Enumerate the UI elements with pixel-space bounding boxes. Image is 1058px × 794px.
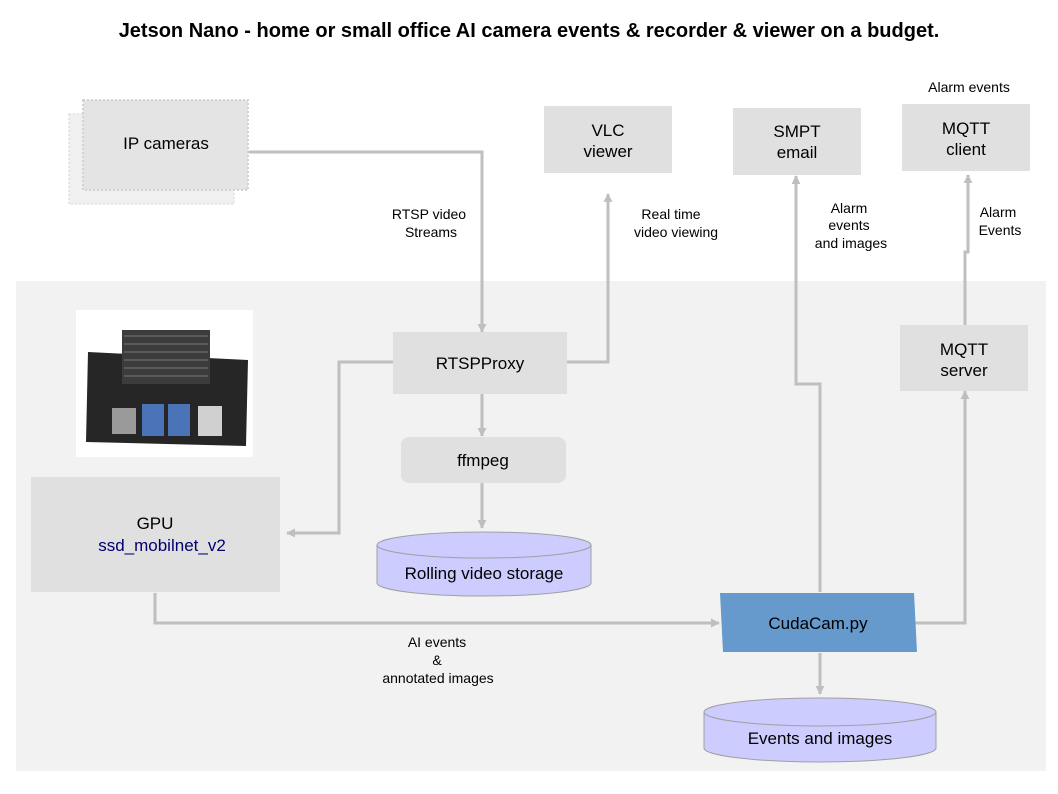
rtspproxy-node: RTSPProxy bbox=[393, 332, 567, 394]
rolling-storage-label: Rolling video storage bbox=[405, 564, 564, 583]
cudacam-label: CudaCam.py bbox=[768, 614, 868, 633]
email-alarms-label-line1: Alarm bbox=[831, 200, 868, 216]
vlc-viewer-node: VLC viewer bbox=[544, 106, 672, 173]
ffmpeg-node: ffmpeg bbox=[401, 437, 566, 483]
cudacam-node: CudaCam.py bbox=[720, 593, 917, 652]
gpu-model-label: ssd_mobilnet_v2 bbox=[98, 536, 226, 555]
edge-mqtt-server-to-client bbox=[963, 174, 973, 325]
heatsink-fins bbox=[124, 335, 208, 377]
ai-events-label-line1: AI events bbox=[408, 634, 466, 650]
smpt-email-box bbox=[733, 108, 861, 175]
mqtt-server-label-line2: server bbox=[940, 361, 988, 380]
events-storage-top bbox=[703, 697, 937, 727]
vlc-label-line1: VLC bbox=[591, 121, 624, 140]
mqtt-client-node: Alarm events MQTT client bbox=[902, 79, 1030, 171]
email-alarms-label-line2: events bbox=[828, 217, 869, 233]
ffmpeg-label: ffmpeg bbox=[457, 451, 509, 470]
mqtt-client-label-line1: MQTT bbox=[942, 119, 990, 138]
rtsp-streams-label-line1: RTSP video bbox=[392, 206, 466, 222]
rtspproxy-box bbox=[393, 332, 567, 394]
connections bbox=[153, 150, 973, 695]
mqtt-server-node: MQTT server bbox=[900, 325, 1028, 391]
mqtt-server-label-line1: MQTT bbox=[940, 340, 988, 359]
board-hdmi-port bbox=[112, 408, 136, 434]
email-alarms-label-line3: and images bbox=[815, 235, 887, 251]
edge-cameras-to-rtspproxy bbox=[248, 150, 487, 333]
rolling-video-storage-node: Rolling video storage bbox=[376, 531, 592, 597]
edge-rtspproxy-to-gpu bbox=[286, 360, 393, 538]
edge-cudacam-to-mqtt-server bbox=[915, 390, 970, 625]
ip-cameras-label: IP cameras bbox=[123, 134, 209, 153]
smpt-label-line2: email bbox=[777, 143, 818, 162]
edge-labels: RTSP video Streams Real time video viewi… bbox=[382, 200, 1021, 686]
edge-rtspproxy-to-vlc bbox=[567, 193, 613, 364]
cudacam-box bbox=[720, 593, 917, 652]
ip-camera-front-frame bbox=[82, 99, 249, 191]
events-storage-label: Events and images bbox=[748, 729, 893, 748]
smpt-label-line1: SMPT bbox=[773, 122, 820, 141]
realtime-viewing-label-line2: video viewing bbox=[634, 224, 718, 240]
board-usb-port-1 bbox=[142, 404, 164, 436]
rolling-storage-top bbox=[376, 531, 592, 559]
realtime-viewing-label-line1: Real time bbox=[641, 206, 700, 222]
ai-events-label-line2: & bbox=[432, 652, 442, 668]
mqtt-alarms-label-line1: Alarm bbox=[980, 204, 1017, 220]
jetson-board-icon bbox=[76, 310, 253, 457]
vlc-viewer-box bbox=[544, 106, 672, 173]
diagram-title: Jetson Nano - home or small office AI ca… bbox=[119, 20, 940, 42]
ffmpeg-box bbox=[401, 437, 566, 483]
rtspproxy-label: RTSPProxy bbox=[436, 354, 525, 373]
gpu-box bbox=[31, 477, 280, 592]
mqtt-client-label-line2: client bbox=[946, 140, 986, 159]
gpu-label: GPU bbox=[137, 514, 174, 533]
mqtt-server-box bbox=[900, 325, 1028, 391]
mqtt-alarms-label-line2: Events bbox=[979, 222, 1022, 238]
gpu-node: GPU ssd_mobilnet_v2 bbox=[31, 477, 280, 592]
rtsp-streams-label-line2: Streams bbox=[405, 224, 457, 240]
smpt-email-node: SMPT email bbox=[733, 108, 861, 175]
mqtt-client-caption: Alarm events bbox=[928, 79, 1010, 95]
vlc-label-line2: viewer bbox=[583, 142, 632, 161]
ip-cameras-node: IP cameras bbox=[68, 99, 249, 205]
events-images-storage-node: Events and images bbox=[703, 697, 937, 763]
board-usb-port-2 bbox=[168, 404, 190, 436]
edge-cudacam-to-smpt bbox=[791, 175, 822, 592]
edge-gpu-to-cudacam bbox=[153, 593, 720, 628]
rolling-storage-body bbox=[376, 545, 592, 597]
ai-events-label-line3: annotated images bbox=[382, 670, 493, 686]
board-ethernet-port bbox=[198, 406, 222, 436]
mqtt-client-box bbox=[902, 104, 1030, 171]
